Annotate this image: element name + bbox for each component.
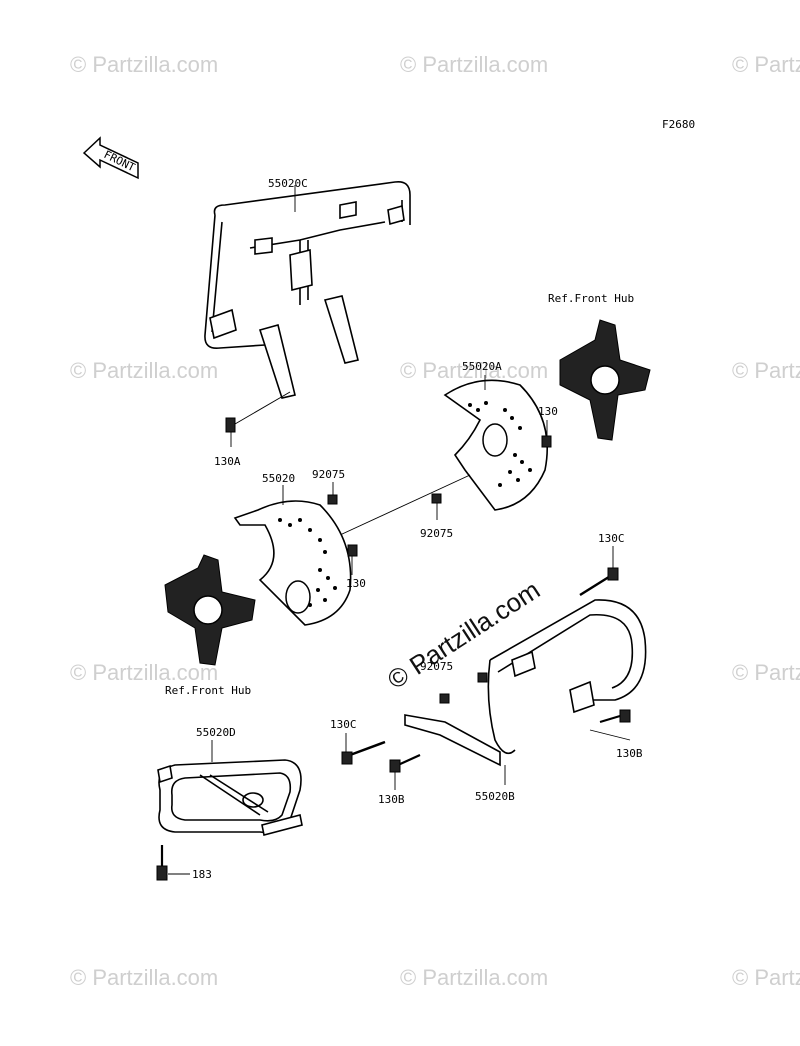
- label-disc-55020a: 55020A: [462, 360, 502, 373]
- watermark: © Partzilla.com: [70, 660, 218, 685]
- partzilla-watermark: © Partzilla.com: [382, 574, 545, 695]
- label-bolt-130c-left: 130C: [330, 718, 357, 731]
- front-label: FRONT: [102, 148, 138, 174]
- watermark: © Partzilla.com: [400, 52, 548, 77]
- label-bolt-130a: 130A: [214, 455, 241, 468]
- nut-92075-center: [439, 672, 488, 704]
- label-bolt-183: 183: [192, 868, 212, 881]
- label-disc-55020: 55020: [262, 472, 295, 485]
- label-guard-55020c: 55020C: [268, 177, 308, 190]
- watermark: © Partzilla.com: [732, 660, 800, 685]
- front-hub-right: [559, 319, 651, 441]
- watermark: © Partzilla.com: [732, 358, 800, 383]
- watermark: © Partzilla.com: [70, 358, 218, 383]
- bolt-130b-left: [389, 753, 421, 790]
- bolt-130-right: [541, 420, 552, 448]
- guard-55020c: [204, 180, 411, 399]
- front-arrow-icon: FRONT: [82, 136, 139, 180]
- watermark: © Partzilla.com: [70, 52, 218, 77]
- watermark-grid: © Partzilla.com © Partzilla.com © Partzi…: [70, 52, 800, 990]
- front-hub-left: [164, 554, 256, 666]
- label-nut-92075-left: 92075: [312, 468, 345, 481]
- label-bolt-130b-right: 130B: [616, 747, 643, 760]
- label-bolt-130-right: 130: [538, 405, 558, 418]
- figure-code: F2680: [662, 118, 695, 131]
- bolt-130b-right: [589, 709, 631, 741]
- bolt-130a: [225, 391, 291, 447]
- disc-55020a: [443, 379, 548, 511]
- watermark: © Partzilla.com: [70, 965, 218, 990]
- nut-92075-right: [431, 493, 442, 520]
- label-nut-92075-right: 92075: [420, 527, 453, 540]
- label-hub-right: Ref.Front Hub: [548, 292, 634, 305]
- watermark: © Partzilla.com: [732, 52, 800, 77]
- disc-55020: [233, 500, 352, 626]
- watermark: © Partzilla.com: [732, 965, 800, 990]
- label-hub-left: Ref.Front Hub: [165, 684, 251, 697]
- label-bolt-130b-left: 130B: [378, 793, 405, 806]
- bolt-130-left: [347, 544, 358, 575]
- watermark: © Partzilla.com: [400, 358, 548, 383]
- bolt-130c-right: [579, 546, 619, 597]
- bolt-130c-left: [341, 733, 386, 765]
- label-guard-55020d: 55020D: [196, 726, 236, 739]
- guard-55020d: [157, 740, 303, 836]
- watermark: © Partzilla.com: [400, 965, 548, 990]
- label-bolt-130c-right: 130C: [598, 532, 625, 545]
- guard-55020b: [404, 599, 647, 785]
- label-bolt-130-left: 130: [346, 577, 366, 590]
- label-guard-55020b: 55020B: [475, 790, 515, 803]
- label-nut-92075-center: 92075: [420, 660, 453, 673]
- bolt-183: [156, 845, 190, 881]
- nut-92075-left: [327, 482, 338, 505]
